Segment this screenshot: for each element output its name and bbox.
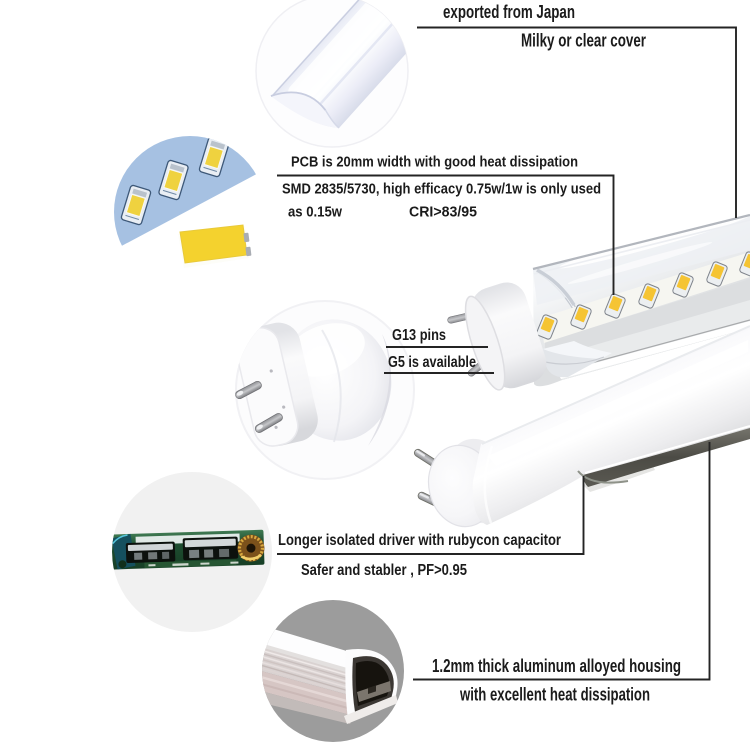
svg-text:exported from Japan: exported from Japan [443,2,575,22]
svg-text:Safer and stabler , PF>0.95: Safer and stabler , PF>0.95 [301,562,467,579]
svg-text:as 0.15w: as 0.15w [288,205,343,221]
svg-text:1.2mm thick aluminum alloyed h: 1.2mm thick aluminum alloyed housing [432,656,681,676]
svg-text:G13 pins: G13 pins [392,327,446,344]
svg-text:G5 is available: G5 is available [388,354,476,371]
svg-text:Milky or clear cover: Milky or clear cover [521,31,646,51]
svg-text:SMD 2835/5730, high efficacy 0: SMD 2835/5730, high efficacy 0.75w/1w is… [282,182,601,198]
svg-text:PCB is 20mm width with good he: PCB is 20mm width with good heat dissipa… [291,155,578,171]
svg-text:Longer isolated driver with ru: Longer isolated driver with rubycon capa… [278,532,561,549]
svg-text:with excellent heat dissipatio: with excellent heat dissipation [459,685,650,705]
svg-text:CRI>83/95: CRI>83/95 [409,205,477,221]
